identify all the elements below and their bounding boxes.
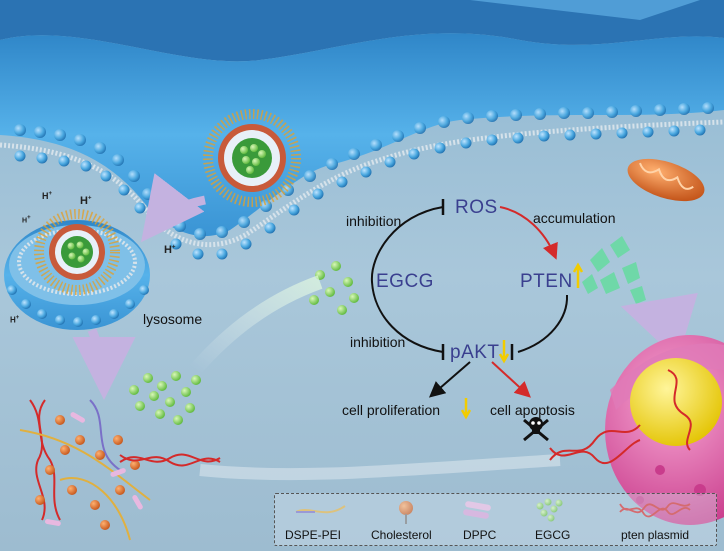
proton-label: H+ (80, 195, 91, 207)
proton-letter: H (10, 315, 16, 325)
legend-item-dspe-pei: DSPE-PEI (285, 528, 342, 542)
dna-helix-icon (619, 502, 691, 518)
nucleus-with-plasmid (549, 335, 724, 525)
cholesterol-icon (399, 501, 413, 524)
egcg-icon (536, 498, 563, 522)
inhibition-bottom-label: inhibition (350, 334, 406, 350)
proton-letter: H (42, 191, 49, 201)
legend-item-pten-plasmid: pten plasmid (621, 528, 690, 542)
lysosome (4, 209, 150, 330)
proton-letter: H (22, 217, 28, 225)
lysosome-label: lysosome (143, 311, 203, 327)
egcg-particles (129, 261, 359, 425)
signaling-pathway (370, 199, 569, 398)
legend-item-cholesterol: Cholesterol (371, 528, 432, 542)
proton-label: H+ (10, 315, 19, 325)
pten-label: PTEN (520, 271, 573, 292)
proton-letter: H (164, 244, 172, 256)
pten-protein (582, 236, 646, 304)
proton-charge: + (15, 315, 20, 321)
up-arrow-icon (572, 262, 584, 288)
legend-item-egcg: EGCG (535, 528, 571, 542)
cell-apoptosis-label: cell apoptosis (490, 402, 575, 418)
inhibition-top-label: inhibition (346, 213, 402, 229)
mitochondrion (627, 158, 705, 202)
proton-charge: + (87, 195, 92, 202)
legend: DSPE-PEI Cholesterol DPPC EGCG pten plas… (274, 493, 717, 546)
cell-proliferation-label: cell proliferation (342, 402, 441, 418)
proton-charge: + (48, 191, 53, 197)
legend-item-dppc: DPPC (463, 528, 497, 542)
dspe-pei-icon (295, 505, 346, 514)
nanoparticle-entering (203, 109, 301, 207)
pakt-label: pAKT (450, 342, 500, 363)
proton-label: H+ (22, 215, 31, 224)
proton-charge: + (171, 244, 176, 251)
proton-label: H+ (42, 191, 52, 201)
egcg-label: EGCG (376, 271, 434, 292)
down-arrow-icon (460, 398, 472, 420)
proton-letter: H (80, 195, 88, 207)
down-arrow-icon (498, 340, 510, 364)
accumulation-label: accumulation (533, 210, 616, 226)
proton-charge: + (27, 215, 31, 221)
released-components (19, 399, 221, 541)
dppc-icon (463, 501, 491, 519)
skull-icon (523, 417, 549, 442)
proton-label: H+ (164, 244, 175, 256)
ros-label: ROS (455, 197, 498, 218)
